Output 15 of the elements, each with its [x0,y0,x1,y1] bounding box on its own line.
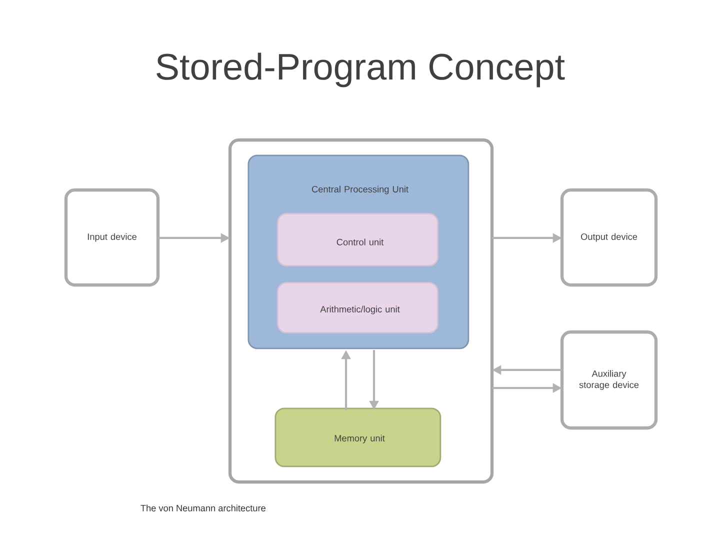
unit-box [277,213,438,266]
box-label: Input device [88,233,136,242]
box-label: Output device [581,233,638,242]
device-box [64,188,160,287]
device-box [560,188,658,287]
box-label: Control unit [336,238,384,246]
box-label: Arithmetic/logic unit [320,306,400,314]
box-label: Auxiliary storage device [579,370,639,390]
box-label: Memory unit [334,434,385,444]
device-box [560,330,658,430]
memory-box [274,408,442,468]
box-label: Central Processing Unit [312,186,408,194]
unit-box [277,282,438,334]
title: Stored-Program Concept [156,52,565,88]
footer-text: The von Neumann architecture [140,504,266,512]
